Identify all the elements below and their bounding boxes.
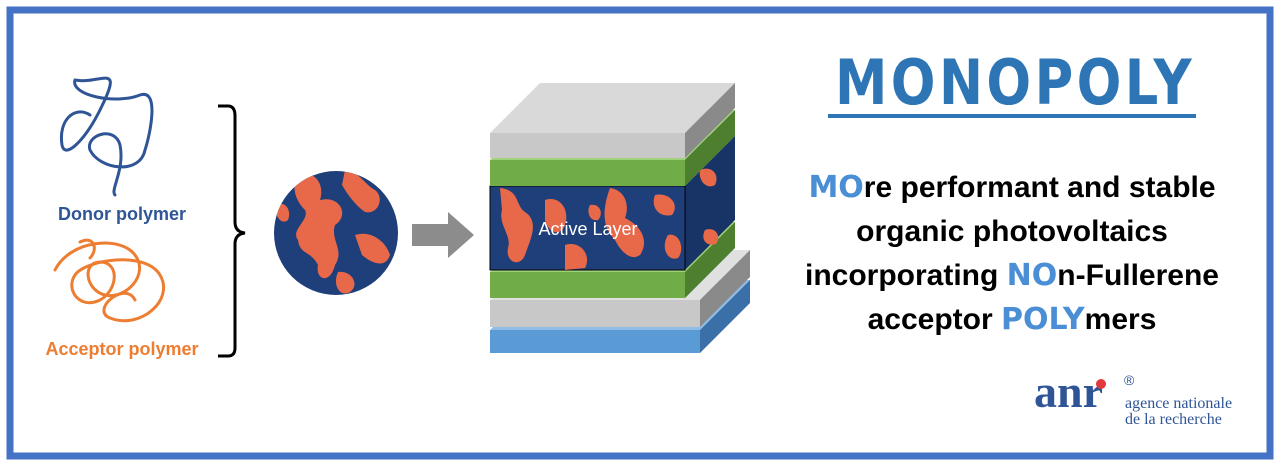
blend-morphology-circle [274,171,398,295]
anr-logo-mark: anr [1034,366,1103,417]
active-layer-label: Active Layer [538,219,637,239]
top-electrode-layer [490,83,735,158]
donor-label: Donor polymer [58,204,186,224]
anr-logo-dot [1096,379,1106,389]
tagline-highlight-poly: POLY [1001,302,1086,337]
tagline-line-4: acceptor POLYmers [868,302,1157,337]
tagline-line-4-pre: acceptor [868,303,1001,336]
blend-bracket [218,104,246,358]
donor-polymer-icon [59,76,154,197]
tagline-highlight-mo: MO [808,170,863,205]
tagline-line-2: organic photovoltaics [856,215,1168,248]
acceptor-polymer-icon [53,238,166,323]
anr-logo-line-1: agence nationale [1125,395,1232,412]
anr-logo-line-2: de la recherche [1125,411,1222,428]
tagline-line-3-pre: incorporating [805,259,1007,292]
tagline-line-4-rest: mers [1085,303,1157,336]
tagline-line-1-rest: re performant and stable [864,171,1216,204]
tagline-line-3-rest: n-Fullerene [1057,259,1219,292]
tagline-highlight-no: NO [1007,258,1058,293]
tagline-line-3: incorporating NOn-Fullerene [805,258,1219,293]
border-frame [6,6,1274,460]
page-title: MONOPOLY [835,46,1195,119]
tagline-line-1: MOre performant and stable [808,170,1215,205]
arrow-icon [412,212,474,258]
device-stack: Active Layer [489,83,750,353]
anr-logo-registered: ® [1124,372,1135,388]
anr-logo: anr ® agence nationale de la recherche [1034,366,1232,428]
acceptor-label: Acceptor polymer [45,339,198,359]
